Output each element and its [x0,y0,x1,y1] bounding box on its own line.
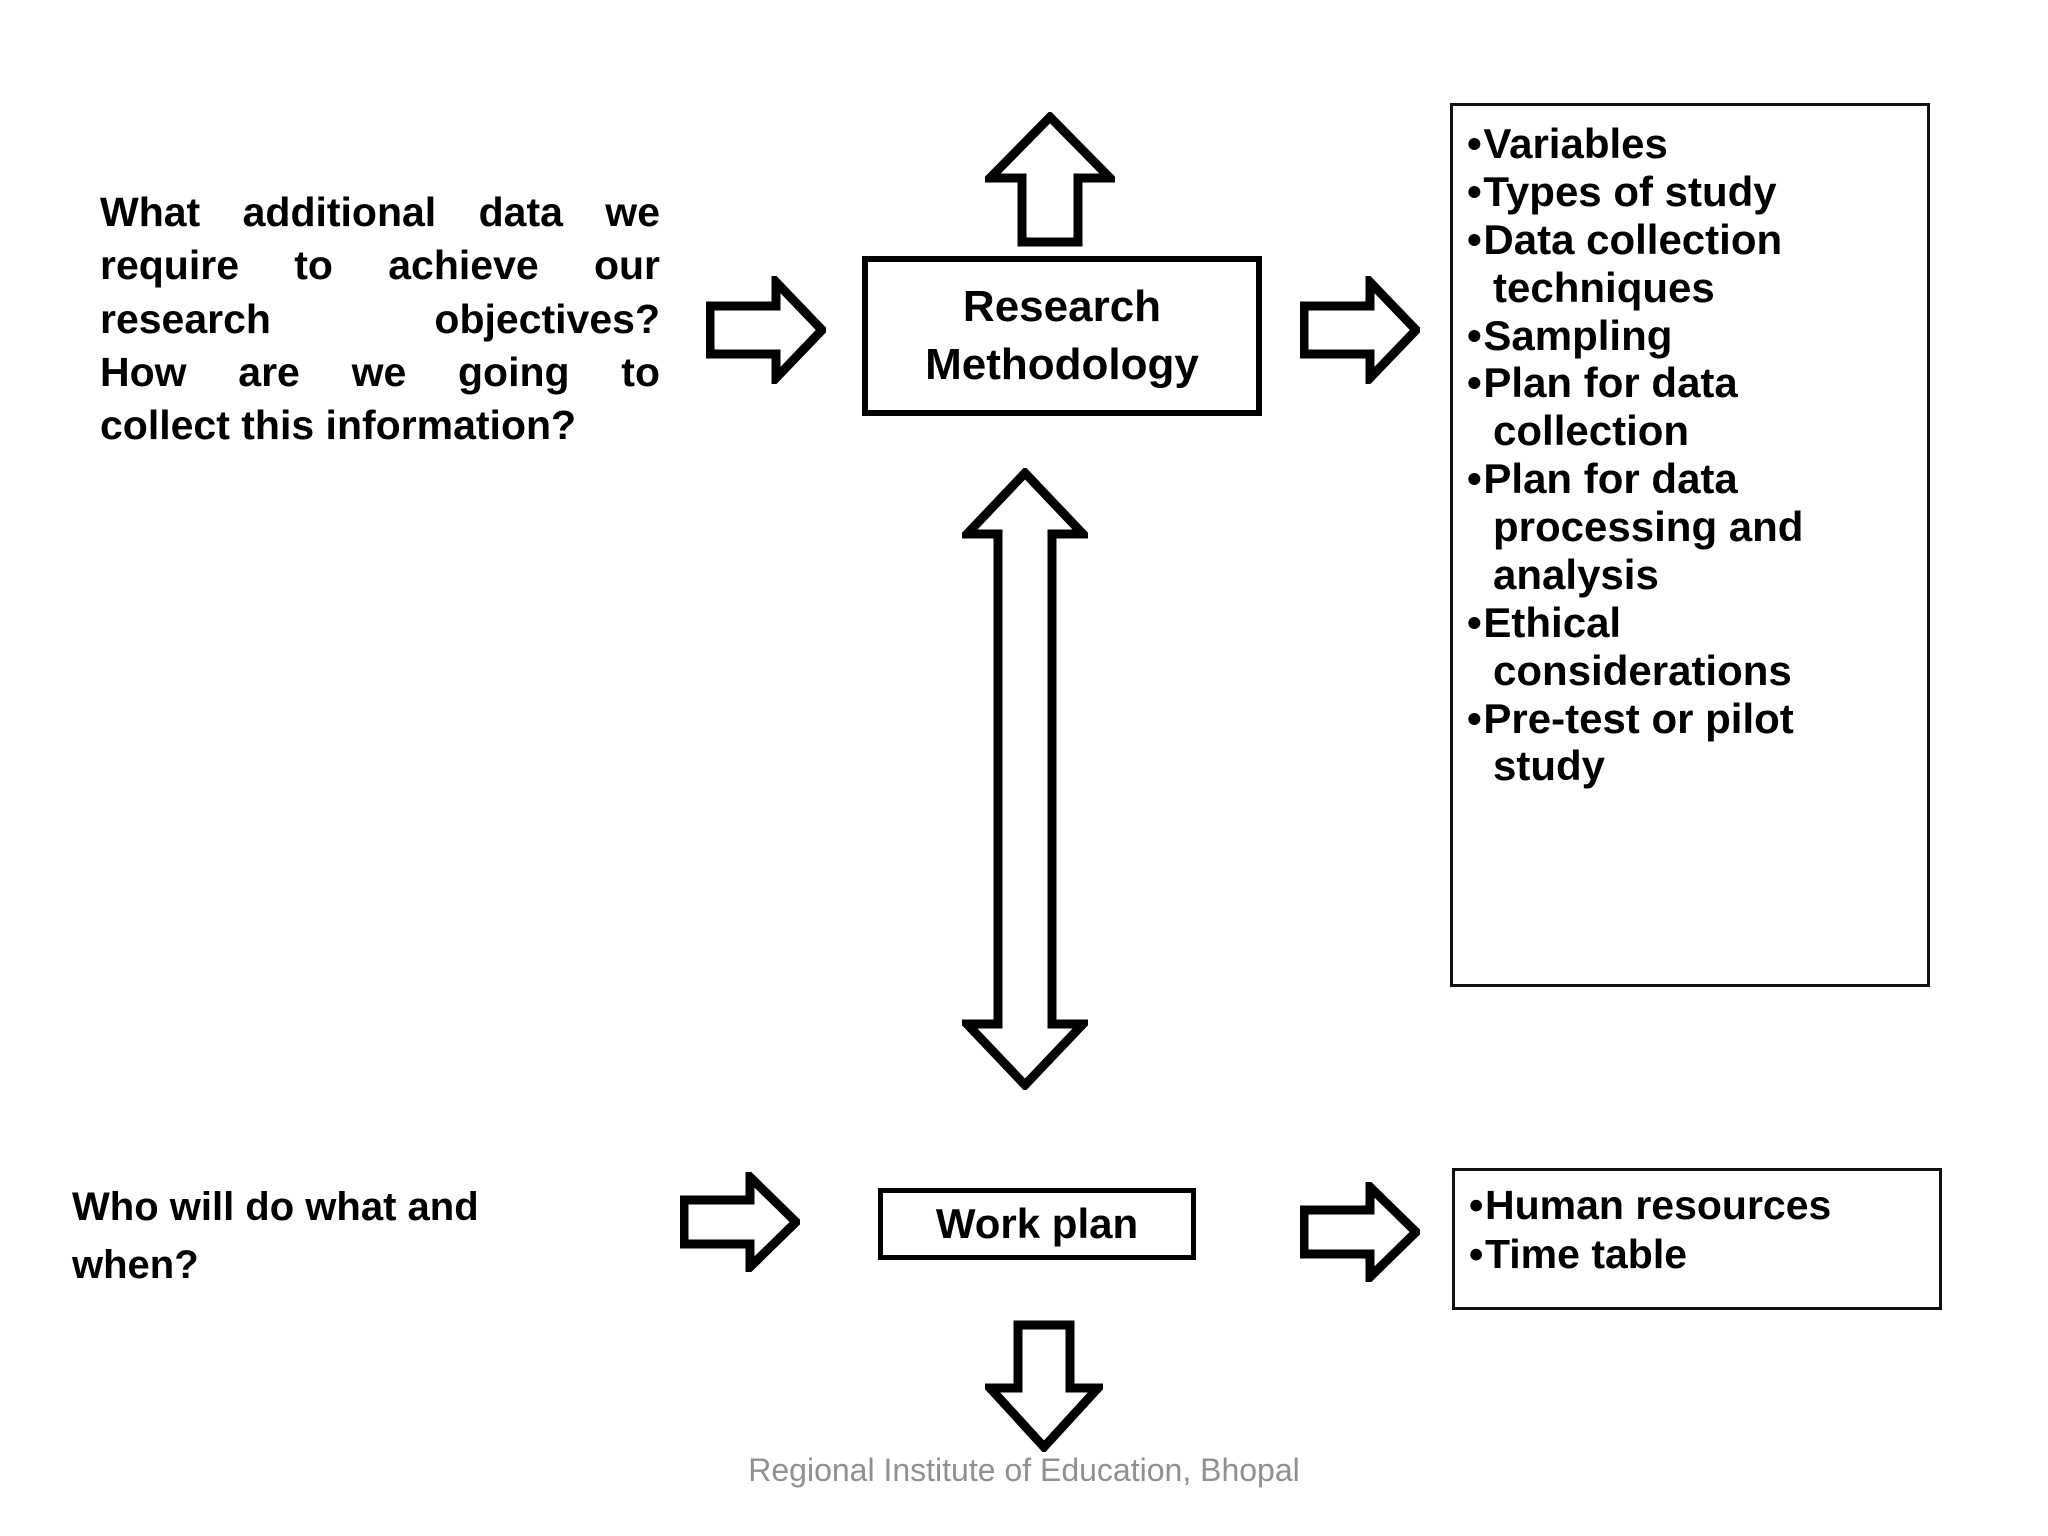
block-arrow-right-icon [680,1172,800,1272]
list-item: Ethical considerations [1467,599,1917,695]
work-plan-box-label: Work plan [935,1200,1139,1247]
workplan-question-line-2: when? [72,1243,199,1287]
list-item: Types of study [1467,168,1917,216]
methodology-components-list: Variables Types of study Data collection… [1467,120,1917,790]
methodology-question-line-4: How are we going to [100,348,660,395]
list-item: Pre-test or pilot study [1467,695,1917,791]
block-arrow-right-icon [706,276,826,384]
block-arrow-updown-icon [962,468,1088,1090]
methodology-question-line-3: research objectives? [100,295,660,342]
list-item: Sampling [1467,312,1917,360]
research-methodology-box-label: Research Methodology [925,278,1199,394]
list-item: Variables [1467,120,1917,168]
list-item: Data collection techniques [1467,216,1917,312]
workplan-components-box: Human resources Time table [1452,1168,1942,1310]
list-item: Plan for data processing and analysis [1467,455,1917,599]
list-item: Human resources [1469,1181,1929,1230]
list-item: Time table [1469,1230,1929,1279]
workplan-question-text: Who will do what and when? [72,1178,632,1294]
research-methodology-label-line-1: Research [962,281,1162,331]
workplan-components-list: Human resources Time table [1469,1181,1929,1279]
methodology-question-text: What additional data we require to achie… [100,186,660,452]
methodology-components-box: Variables Types of study Data collection… [1450,103,1930,987]
workplan-question-line-1: Who will do what and [72,1185,479,1229]
block-arrow-right-icon [1300,1182,1420,1282]
research-methodology-label-line-2: Methodology [925,340,1199,389]
block-arrow-down-icon [985,1320,1103,1452]
methodology-question-line-2: require to achieve our [100,242,660,289]
list-item: Plan for data collection [1467,359,1917,455]
methodology-question-line-1: What additional data we [100,189,660,235]
research-methodology-box: Research Methodology [862,256,1262,416]
methodology-question-line-5: collect this information? [100,402,577,449]
footer-credit-text: Regional Institute of Education, Bhopal [748,1452,1300,1488]
block-arrow-right-icon [1300,276,1420,384]
block-arrow-up-icon [985,112,1115,247]
work-plan-box: Work plan [878,1188,1196,1260]
